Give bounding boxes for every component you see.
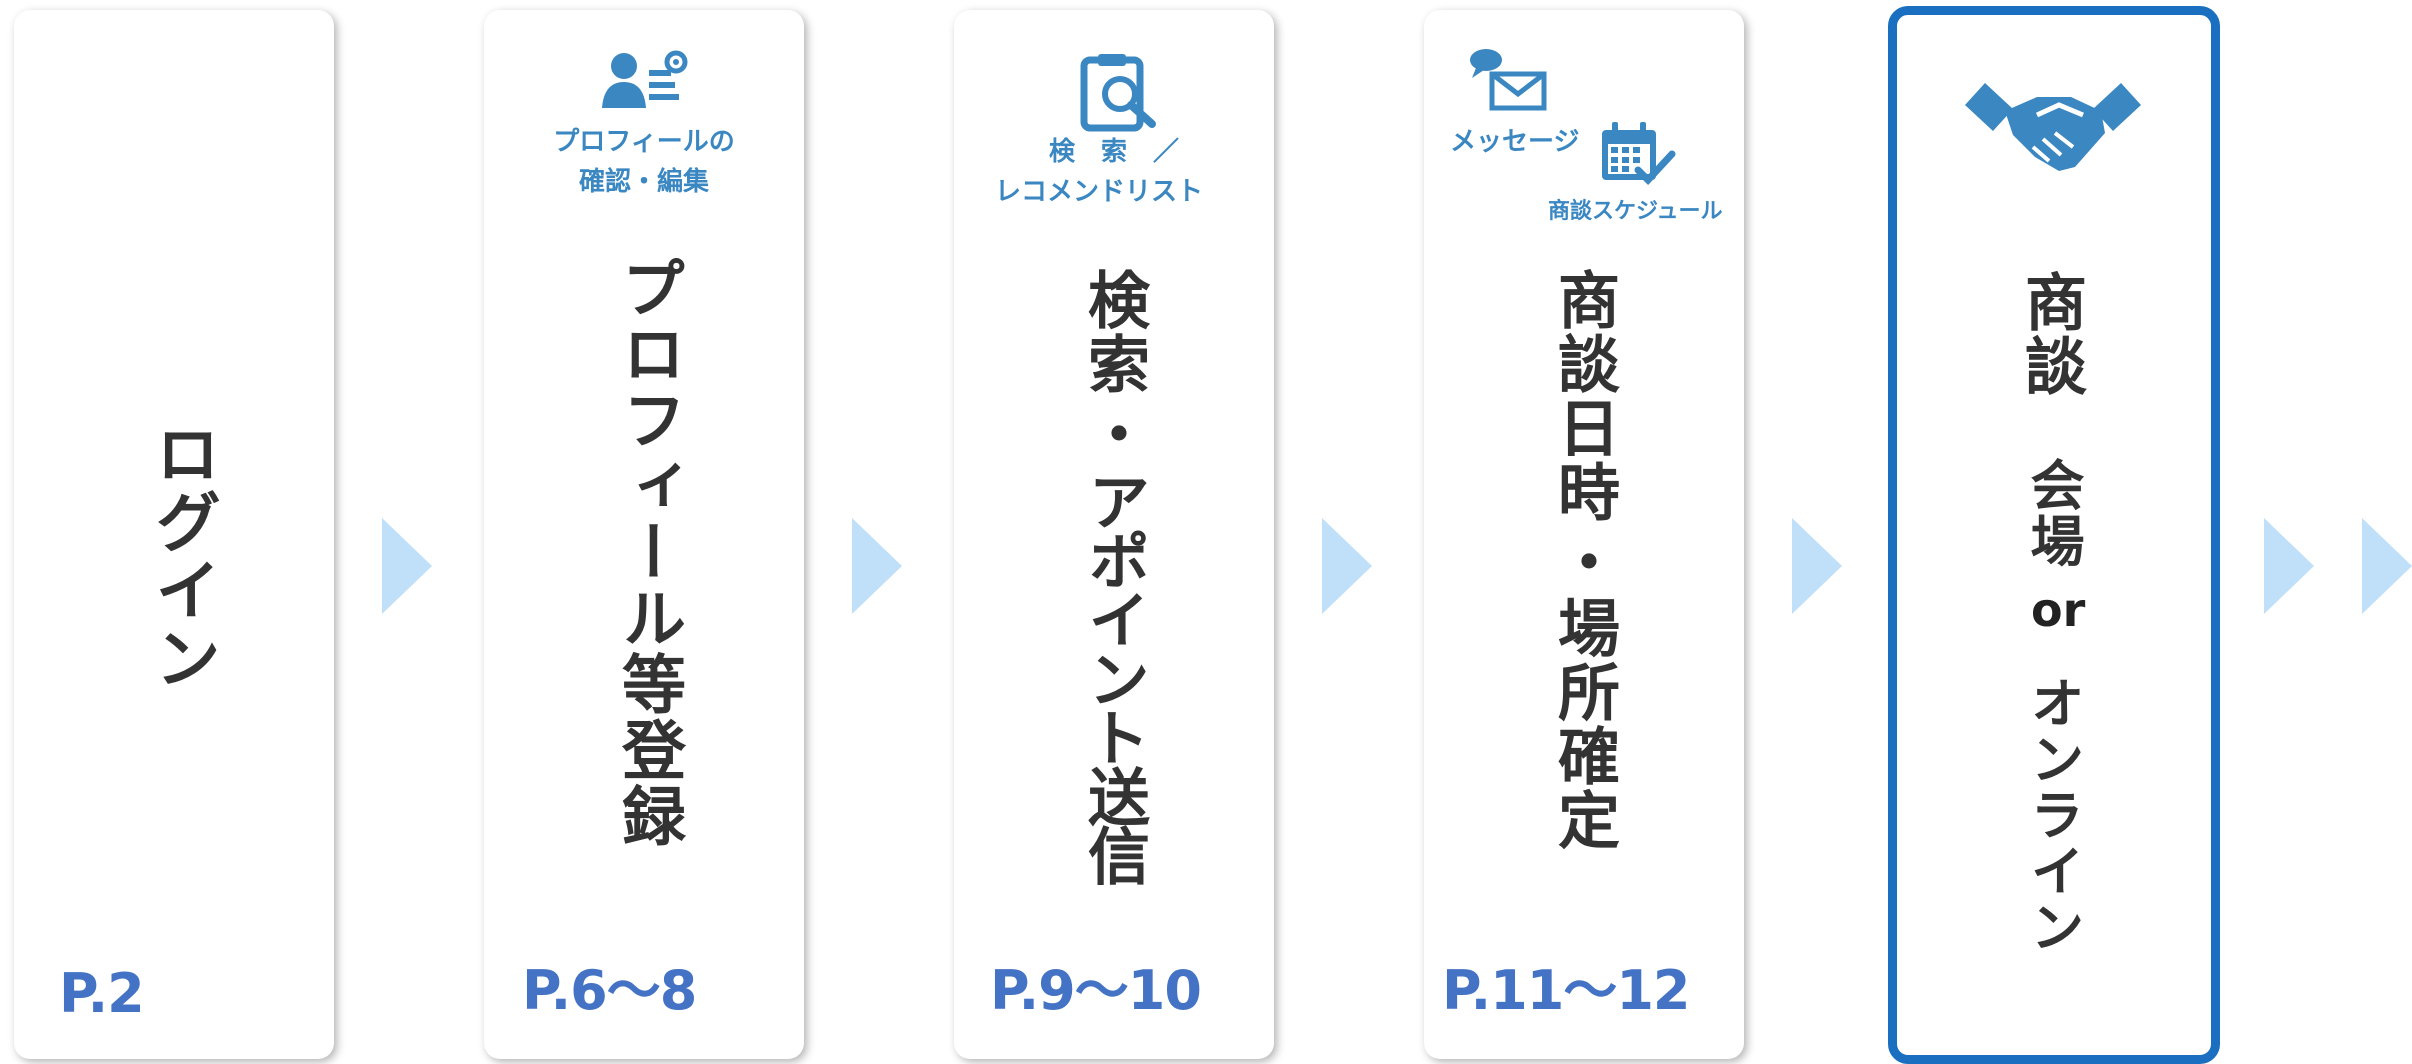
icon-label-line-1: プロフィールの — [553, 127, 735, 157]
step-title-separator: ・ — [1547, 530, 1620, 594]
step-title-part-2: アポイント送信 — [1077, 470, 1150, 883]
step-card-meeting: 商談 会場 or オンライン — [1888, 6, 2220, 1064]
message-envelope-icon — [1470, 49, 1547, 111]
step-title-separator: ・ — [1077, 402, 1150, 466]
or-label: or — [2031, 583, 2086, 637]
step-title: ログイン — [144, 420, 221, 692]
page-reference: P.9～10 — [990, 959, 1202, 1022]
step-card-search: 検 索 ／ レコメンドリスト 検索 ・ アポイント送信 P.9～10 — [954, 10, 1274, 1059]
icon-label-line-1: メッセージ — [1450, 127, 1580, 157]
step-card-schedule: メッセージ 商談スケジュール 商談日時 ・ 場所確定 P.11～12 — [1424, 10, 1744, 1059]
icon-label-line-2: 商談スケジュール — [1548, 199, 1723, 224]
step-subtitle-online: オンライン — [2021, 675, 2084, 955]
page-reference: P.2 — [59, 962, 145, 1025]
flow-arrow — [1322, 518, 1372, 614]
flow-arrow — [2264, 518, 2314, 614]
flow-arrow — [852, 518, 902, 614]
calendar-check-icon — [1602, 122, 1676, 186]
step-title-part-2: 場所確定 — [1547, 596, 1620, 852]
flow-arrow — [2362, 518, 2412, 614]
icon-label-line-2: レコメンドリスト — [994, 177, 1203, 207]
icon-label-line-2: 確認・編集 — [578, 167, 709, 197]
profile-edit-icon — [602, 50, 688, 108]
step-title-part-1: 商談日時 — [1547, 268, 1620, 524]
search-clipboard-icon — [1080, 54, 1156, 132]
icon-label-line-1: 検 索 ／ — [1048, 137, 1179, 167]
step-title: プロフィール等登録 — [611, 255, 685, 849]
step-card-profile: プロフィールの 確認・編集 プロフィール等登録 P.6～8 — [484, 10, 804, 1059]
step-subtitle-venue: 会場 — [2021, 457, 2084, 569]
handshake-icon — [1965, 83, 2141, 171]
step-title-part-1: 検索 — [1077, 268, 1150, 396]
page-reference: P.11～12 — [1442, 959, 1690, 1022]
step-card-login: ログイン P.2 — [14, 10, 334, 1059]
page-reference: P.6～8 — [522, 959, 697, 1022]
flow-arrow — [382, 518, 432, 614]
step-title: 商談 — [2014, 270, 2087, 398]
flow-arrow — [1792, 518, 1842, 614]
